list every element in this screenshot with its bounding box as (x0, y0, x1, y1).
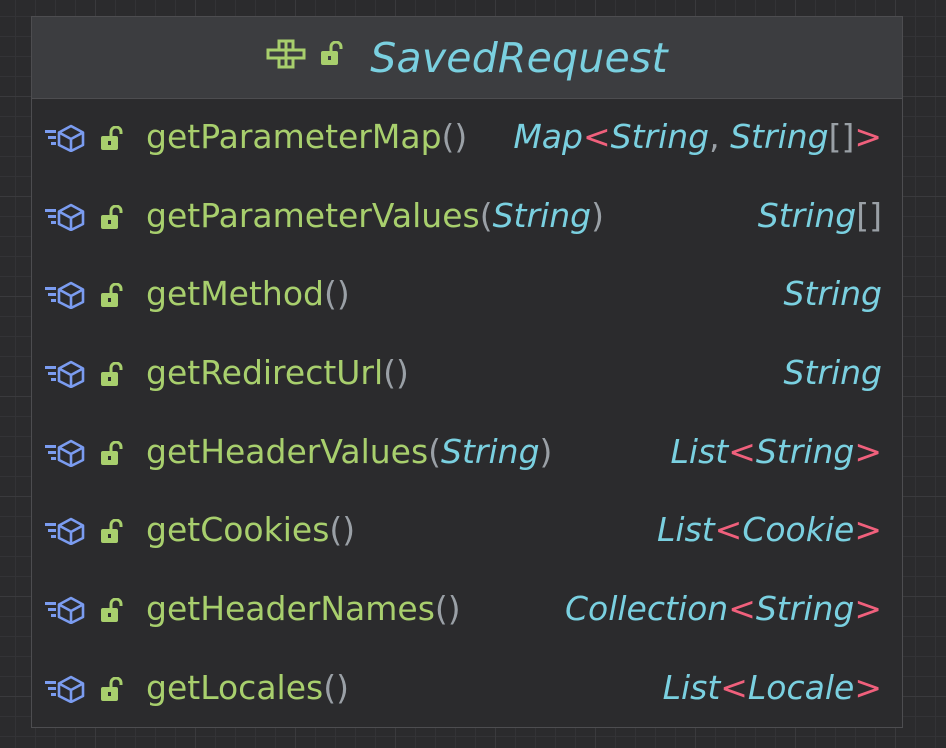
method-row[interactable]: getCookies() List<Cookie> (32, 492, 902, 571)
generic-arg-2: String (730, 117, 829, 156)
public-lock-icon (100, 121, 124, 160)
method-row[interactable]: getRedirectUrl() String (32, 335, 902, 414)
method-row[interactable]: getLocales() List<Locale> (32, 650, 902, 729)
method-signature: getCookies() (146, 510, 355, 549)
method-name: getParameterValues (146, 195, 480, 235)
return-type: Collection<String> (565, 589, 882, 628)
close-paren: ) (336, 274, 350, 314)
method-signature: getRedirectUrl() (146, 353, 409, 392)
abstract-method-icon (44, 200, 88, 239)
public-lock-icon (100, 200, 124, 239)
abstract-method-icon (44, 436, 88, 475)
method-name: getParameterMap (146, 117, 442, 156)
method-name: getHeaderNames (146, 589, 435, 629)
close-paren: ) (591, 195, 604, 235)
open-paren: ( (434, 589, 448, 629)
public-lock-icon (320, 40, 344, 71)
method-row[interactable]: getHeaderValues(String) List<String> (32, 414, 902, 493)
return-type: List<Cookie> (657, 510, 882, 549)
close-paren: ) (447, 589, 461, 629)
method-row[interactable]: getParameterMap() Map<String, String[]> (32, 99, 902, 178)
close-paren: ) (342, 510, 356, 550)
method-row[interactable]: getMethod() String (32, 256, 902, 335)
generic-open: < (728, 431, 756, 471)
return-type: List<Locale> (663, 668, 882, 707)
public-lock-icon (100, 672, 124, 711)
open-paren: ( (329, 510, 343, 550)
generic-close: > (854, 117, 882, 156)
param-type: String (441, 431, 540, 471)
method-signature: getHeaderNames() (146, 589, 461, 628)
array-brackets: [] (828, 117, 855, 156)
return-type-main: Collection (564, 589, 729, 629)
open-paren: ( (383, 353, 397, 393)
return-type-main: String (783, 353, 882, 393)
abstract-method-icon (44, 278, 88, 317)
return-type: String[] (758, 196, 882, 235)
abstract-method-icon (44, 514, 88, 553)
generic-close: > (854, 589, 882, 629)
class-card[interactable]: SavedRequest (31, 16, 903, 728)
param-type: String (492, 195, 592, 235)
public-lock-icon (100, 514, 124, 553)
return-type: Map<String, String[]> (513, 117, 882, 156)
abstract-method-icon (44, 593, 88, 632)
method-name: getHeaderValues (146, 431, 429, 471)
public-lock-icon (100, 278, 124, 317)
generic-close: > (854, 667, 882, 707)
generic-arg: String (610, 117, 710, 156)
method-name: getMethod (146, 274, 324, 314)
abstract-method-icon (44, 357, 88, 396)
generic-close: > (854, 431, 882, 471)
method-signature: getParameterValues(String) (146, 196, 604, 235)
method-signature: getParameterMap() (146, 117, 467, 156)
generic-close: > (854, 510, 882, 550)
interface-icon (266, 39, 308, 73)
open-paren: ( (441, 117, 455, 156)
return-type-main: List (656, 510, 715, 550)
generic-arg: String (755, 589, 855, 629)
close-paren: ) (539, 431, 553, 471)
public-lock-icon (100, 357, 124, 396)
abstract-method-icon (44, 672, 88, 711)
method-name: getLocales (146, 667, 324, 707)
generic-arg: Locale (747, 667, 855, 707)
return-type: String (784, 353, 882, 392)
array-brackets: [] (856, 195, 882, 235)
method-row[interactable]: getHeaderNames() Collection<String> (32, 571, 902, 650)
generic-open: < (720, 667, 748, 707)
public-lock-icon (100, 436, 124, 475)
open-paren: ( (323, 274, 337, 314)
method-signature: getHeaderValues(String) (146, 432, 552, 471)
method-list: getParameterMap() Map<String, String[]> (32, 99, 902, 729)
return-type-main: List (662, 667, 721, 707)
method-signature: getLocales() (146, 668, 349, 707)
open-paren: ( (428, 431, 442, 471)
class-header[interactable]: SavedRequest (32, 17, 902, 99)
close-paren: ) (454, 117, 468, 156)
method-signature: getMethod() (146, 274, 350, 313)
generic-arg: Cookie (742, 510, 855, 550)
public-lock-icon (100, 593, 124, 632)
method-name: getRedirectUrl (146, 353, 384, 393)
generic-open: < (728, 589, 756, 629)
return-type-main: String (757, 195, 857, 235)
return-type: String (784, 274, 882, 313)
generic-open: < (582, 117, 611, 156)
method-name: getCookies (146, 510, 330, 550)
generic-open: < (714, 510, 743, 550)
class-title: SavedRequest (370, 33, 668, 82)
open-paren: ( (323, 667, 337, 707)
close-paren: ) (396, 353, 409, 393)
method-row[interactable]: getParameterValues(String) String[] (32, 178, 902, 257)
generic-comma: , (709, 117, 731, 156)
return-type-main: Map (513, 117, 583, 156)
return-type: List<String> (671, 432, 882, 471)
open-paren: ( (479, 195, 493, 235)
generic-arg: String (755, 431, 855, 471)
return-type-main: String (783, 274, 882, 314)
close-paren: ) (336, 667, 349, 707)
return-type-main: List (670, 431, 729, 471)
abstract-method-icon (44, 121, 88, 160)
